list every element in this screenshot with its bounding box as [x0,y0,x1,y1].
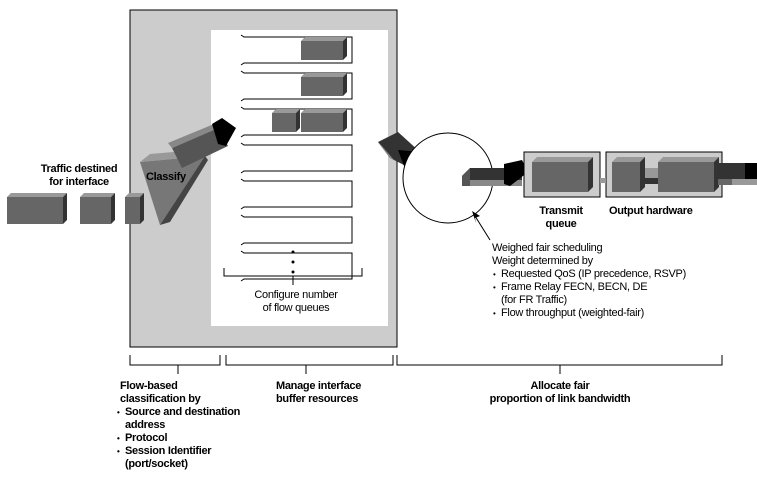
flow-queue [240,70,353,102]
bracket-buffer [225,355,394,374]
packet [125,193,144,224]
bandwidth-title-line2: proportion of link bandwidth [489,393,631,405]
hardware-packets [532,157,719,192]
packet [7,193,67,224]
bandwidth-section: Allocate fair proportion of link bandwid… [460,380,660,406]
scheduler-to-transmit-arrow [462,160,528,186]
packet [301,109,347,132]
traffic-label: Traffic destined for interface [28,163,130,189]
packet [658,157,719,192]
buffer-title-line2: buffer resources [276,393,359,405]
configure-queues-line1: Configure number [254,289,338,301]
wfq-criteria-item: Requested QoS (IP precedence, RSVP) [492,268,686,281]
flow-queues [240,34,353,282]
packet [612,157,645,192]
wfq-description: Weighed fair scheduling Weight determine… [492,242,686,320]
traffic-label-line1: Traffic destined [40,163,118,175]
flow-queue [240,106,353,138]
classification-title-line2: classification by [120,393,201,405]
bracket-classification [129,355,221,374]
flow-queue [240,250,353,282]
packet [272,109,300,132]
classify-to-queue-arrow [168,118,236,168]
flow-queue [240,34,353,66]
configure-bracket [223,268,363,285]
packet [80,193,115,224]
incoming-packets [7,193,144,224]
packet [301,37,347,60]
packet [532,157,593,192]
wfq-criteria-item: Frame Relay FECN, BECN, DE(for FR Traffi… [492,281,686,307]
queue-area [211,30,388,326]
classify-funnel [140,150,208,225]
buffer-section: Manage interface buffer resources [276,380,361,406]
flow-queue [240,214,353,246]
transmit-queue-label: Transmit queue [528,205,594,231]
traffic-label-line2: for interface [49,176,109,188]
configure-queues-label: Configure number of flow queues [226,289,366,315]
classification-title-line1: Flow-based [120,380,178,392]
outgoing-arrow [718,163,757,185]
wfq-subtitle: Weight determined by [492,255,593,267]
configure-queues-line2: of flow queues [262,302,330,314]
flow-queue [240,178,353,210]
packet [301,73,347,96]
scheduler-pointer-line [474,215,491,241]
classify-label: Classify [146,171,186,183]
classification-section: Flow-based classification by Source and … [117,380,240,471]
scheduler-pointer-head [472,211,480,223]
flow-queue [240,142,353,174]
more-queues-dots [291,250,295,274]
wfq-criteria-list: Requested QoS (IP precedence, RSVP) Fram… [492,268,686,320]
bandwidth-title-line1: Allocate fair [530,380,590,392]
wfq-criteria-item: Flow throughput (weighted-fair) [492,307,686,320]
bracket-bandwidth [396,355,723,374]
wfq-title: Weighed fair scheduling [492,242,603,254]
classification-item: Session Identifier(port/socket) [116,445,240,471]
classification-item: Protocol [116,432,240,445]
buffer-title-line1: Manage interface [276,380,362,392]
transmit-queue-line2: queue [545,218,577,230]
transmit-queue-line1: Transmit [539,205,583,217]
output-hardware-label: Output hardware [609,205,693,217]
